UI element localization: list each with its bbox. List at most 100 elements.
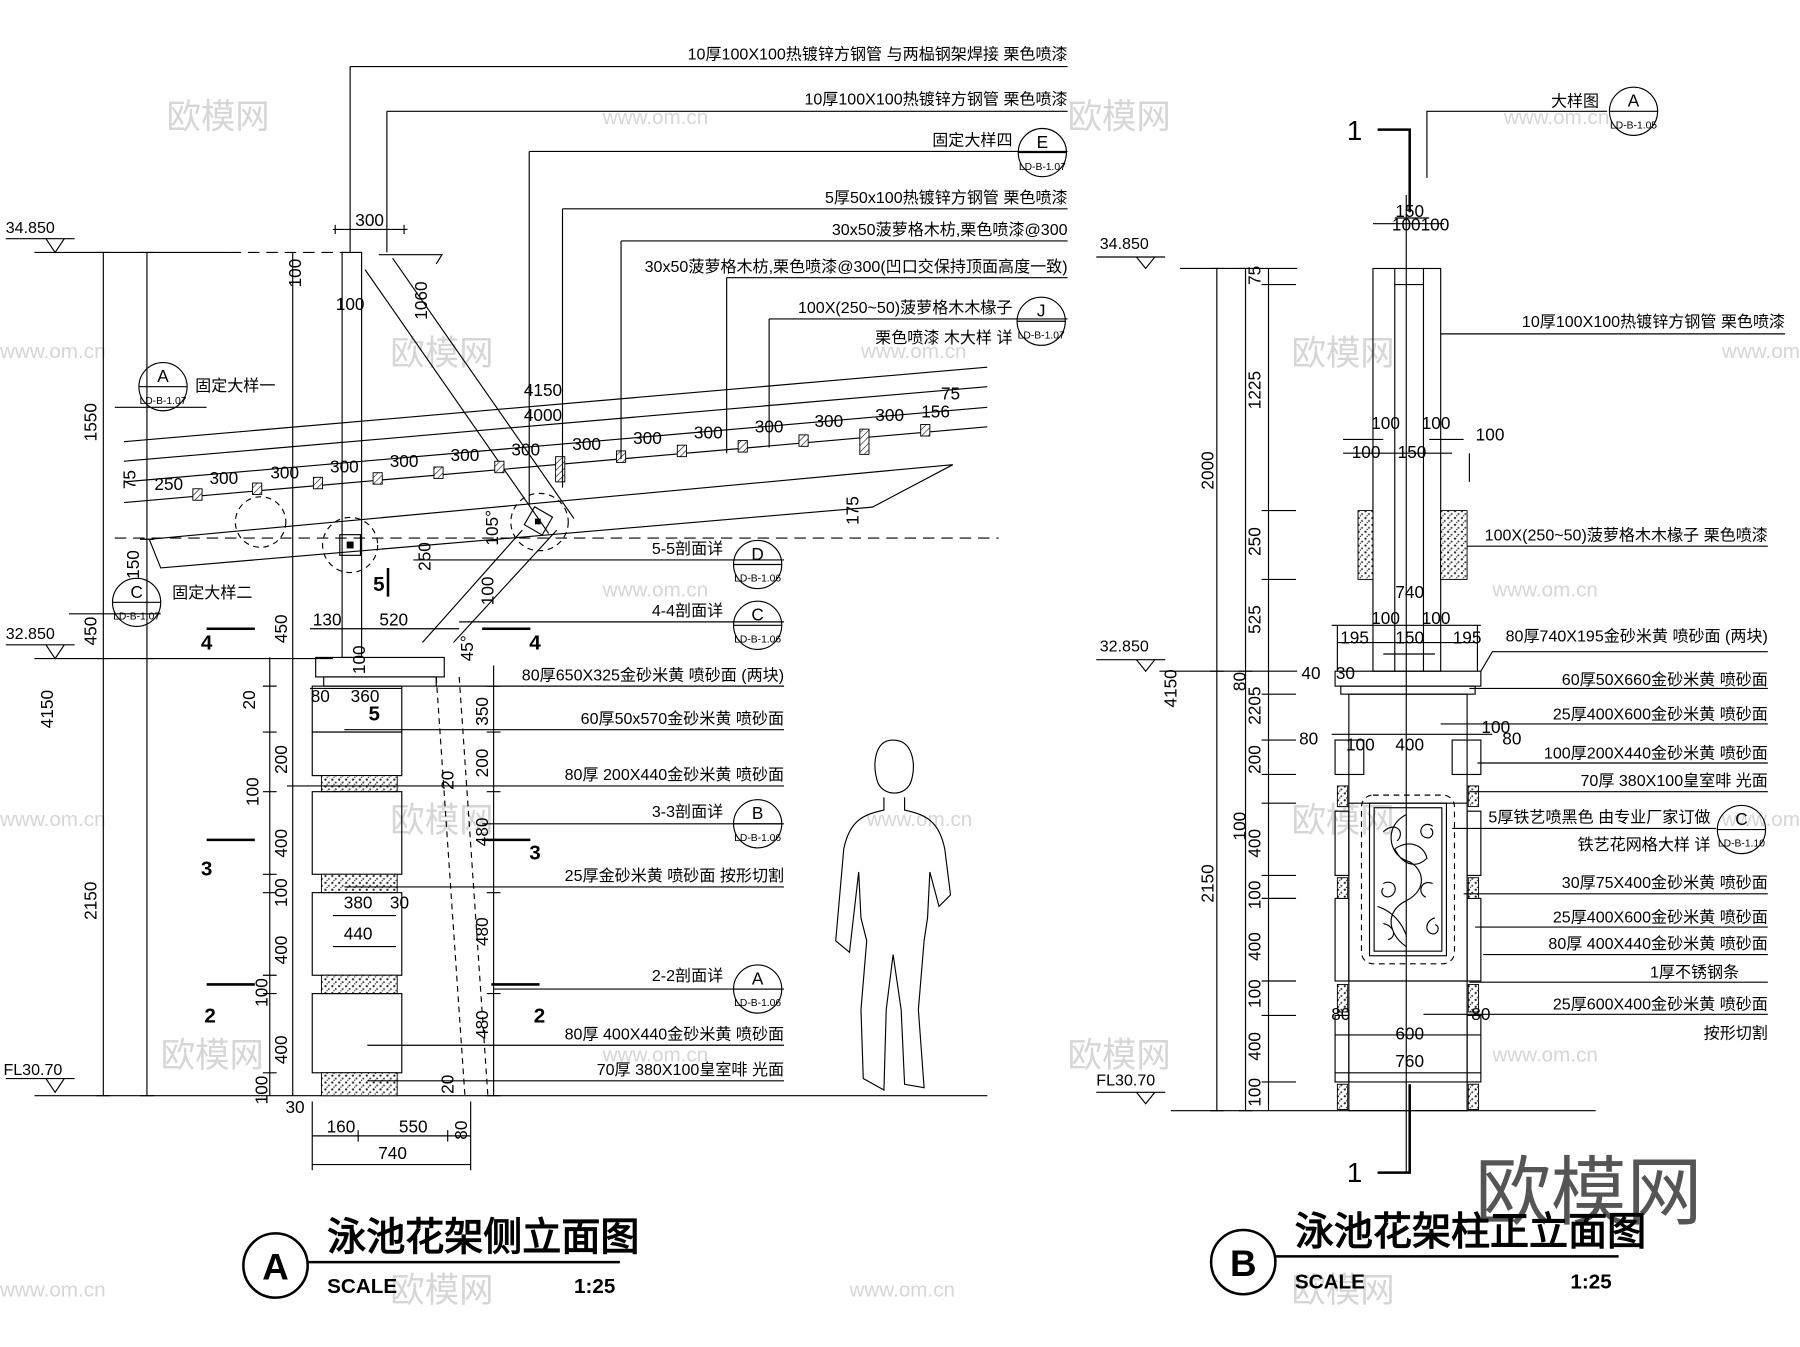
dimension-label: 130 xyxy=(313,609,342,629)
dimension-label: 80 xyxy=(451,1121,471,1140)
dimension-label: 300 xyxy=(572,434,601,454)
callout-label: 25厚金砂米黄 喷砂面 按形切割 xyxy=(565,867,784,885)
dimension-label: 100 xyxy=(1476,425,1505,445)
watermark-logo: 欧模网 xyxy=(1475,1151,1702,1236)
callout-label: 固定大样一 xyxy=(195,377,275,395)
detail-reference-bubble[interactable]: DLD-B-1.06 xyxy=(732,539,783,590)
dimension-label: 4150 xyxy=(37,690,57,728)
dimension-label: 300 xyxy=(694,422,723,442)
dimension-label: 2205 xyxy=(1244,686,1264,724)
detail-reference-bubble[interactable]: C LD-B-1.06 xyxy=(732,600,783,650)
section-cut-mark: 1 xyxy=(1347,115,1362,146)
detail-reference-bubble[interactable]: A LD-B-1.05 xyxy=(1608,86,1659,136)
detail-reference-bubble[interactable]: BLD-B-1.06 xyxy=(732,799,783,849)
dimension-label: 150 xyxy=(123,550,143,579)
callout-label: 100X(250~50)菠萝格木木椽子 栗色喷漆 xyxy=(1485,526,1768,544)
callout-label: 栗色喷漆 木大样 详 xyxy=(875,329,1012,347)
callout-label: 25厚600X400金砂米黄 喷砂面 xyxy=(1553,996,1768,1014)
watermark-logo: 欧模网 xyxy=(1068,1037,1171,1075)
dimension-label: 250 xyxy=(154,474,183,494)
detail-ref-sheet: LD-B-1.06 xyxy=(734,635,781,646)
callout-label: 100X(250~50)菠萝格木木椽子 xyxy=(798,299,1013,317)
callout-label: 2-2剖面详 xyxy=(652,967,723,985)
dimension-label: 75 xyxy=(941,383,960,403)
dimension-label: 2150 xyxy=(80,882,100,920)
detail-ref-letter: A xyxy=(752,968,764,988)
dimension-label: 100 xyxy=(1352,442,1381,462)
dimension-label: 480 xyxy=(472,817,492,846)
watermark-url: www.om.cn xyxy=(1491,579,1598,602)
dimension-label: 300 xyxy=(875,405,904,425)
watermark-url: www.om.cn xyxy=(1491,1043,1598,1066)
callout-label: 10厚100X100热镀锌方钢管 与两榀钢架焊接 栗色喷漆 xyxy=(688,46,1068,64)
callout-label: 25厚400X600金砂米黄 喷砂面 xyxy=(1553,705,1768,723)
dimension-label: 1550 xyxy=(80,403,100,441)
watermark-url: www.om.cn xyxy=(0,808,106,831)
detail-reference-bubble[interactable]: ELD-B-1.07 xyxy=(1017,127,1068,178)
dimension-label: 300 xyxy=(355,210,384,230)
dimension-label: 150 xyxy=(1398,442,1427,462)
detail-reference-bubble[interactable]: CLD-B-1.07 xyxy=(111,577,162,628)
callout-label: 5-5剖面详 xyxy=(652,540,723,558)
dimension-label: 100 xyxy=(478,577,498,606)
dimension-label: 20 xyxy=(437,1075,457,1094)
drawing-title: 泳池花架侧立面图 xyxy=(327,1217,639,1260)
scale-value: 1:25 xyxy=(1570,1270,1611,1293)
callout-label: 30x50菠萝格木枋,栗色喷漆@300(凹口交保持顶面高度一致) xyxy=(645,258,1068,276)
dimension-label: 600 xyxy=(1395,1024,1424,1044)
watermark-url: www.om.cn xyxy=(848,1279,955,1302)
watermark-url: www.om.cn xyxy=(602,579,709,602)
scale-label: SCALE xyxy=(327,1275,397,1298)
callout-label: 固定大样四 xyxy=(932,132,1012,150)
side-elevation-drawing xyxy=(5,65,1068,1299)
callout-label: 80厚 200X440金砂米黄 喷砂面 xyxy=(565,766,784,784)
dimension-label: 760 xyxy=(1395,1051,1424,1071)
dimension-label: 20 xyxy=(239,690,259,709)
dimension-label: 100 xyxy=(1244,979,1264,1008)
detail-reference-bubble[interactable]: A LD-B-1.06 xyxy=(732,964,783,1014)
dimension-label: 1060 xyxy=(411,281,431,319)
detail-ref-sheet: LD-B-1.06 xyxy=(734,574,781,585)
dimension-label: 80 xyxy=(1299,729,1318,749)
detail-ref-sheet: LD-B-1.06 xyxy=(734,998,781,1009)
callout-label: 25厚400X600金砂米黄 喷砂面 xyxy=(1553,908,1768,926)
callout-label: 大样图 xyxy=(1551,93,1599,111)
dimension-label: 450 xyxy=(271,614,291,643)
section-cut-mark: 5 xyxy=(373,573,384,596)
callout-label: 10厚100X100热镀锌方钢管 栗色喷漆 xyxy=(1522,313,1785,331)
watermark-logo: 欧模网 xyxy=(1291,335,1394,373)
detail-ref-letter: A xyxy=(1628,91,1640,111)
dimension-label: 400 xyxy=(1244,1032,1264,1061)
watermark-logo: 欧模网 xyxy=(1291,1272,1394,1310)
callout-label: 10厚100X100热镀锌方钢管 栗色喷漆 xyxy=(804,90,1067,108)
callout-label: 4-4剖面详 xyxy=(652,602,723,620)
elevation-label: 34.850 xyxy=(6,219,55,237)
dimension-label: 520 xyxy=(379,609,408,629)
dimension-label: 4150 xyxy=(524,380,562,400)
dimension-label: 80 xyxy=(1471,1004,1490,1024)
dimension-label: 156 xyxy=(921,402,950,422)
drawing-badge: B xyxy=(1230,1243,1257,1284)
detail-reference-bubble[interactable]: JLD-B-1.07 xyxy=(1016,296,1066,346)
dimension-label: 100 xyxy=(349,645,369,674)
dimension-label: 100 xyxy=(1422,608,1451,628)
detail-ref-letter: J xyxy=(1037,301,1046,321)
dimension-label: 300 xyxy=(390,451,419,471)
dimension-label: 380 xyxy=(344,893,373,913)
detail-reference-bubble[interactable]: ALD-B-1.07 xyxy=(138,361,188,412)
watermark-url: www.om.cn xyxy=(866,808,973,831)
detail-ref-letter: C xyxy=(130,582,142,602)
dimension-label: 100 xyxy=(251,1076,271,1105)
dimension-label: 300 xyxy=(755,417,784,437)
dimension-label: 250 xyxy=(1244,527,1264,556)
detail-ref-letter: C xyxy=(751,605,763,625)
dimension-label: 300 xyxy=(451,445,480,465)
section-cut-mark: 3 xyxy=(201,857,212,880)
detail-ref-sheet: LD-B-1.05 xyxy=(1610,121,1657,132)
watermark-logo: 欧模网 xyxy=(390,335,493,373)
detail-ref-letter: C xyxy=(1735,809,1747,829)
section-cut-mark: 3 xyxy=(529,841,540,864)
dimension-label: 400 xyxy=(271,1035,291,1064)
dimension-label: 100 xyxy=(242,777,262,806)
detail-reference-bubble[interactable]: CLD-B-1.10 xyxy=(1716,804,1767,855)
